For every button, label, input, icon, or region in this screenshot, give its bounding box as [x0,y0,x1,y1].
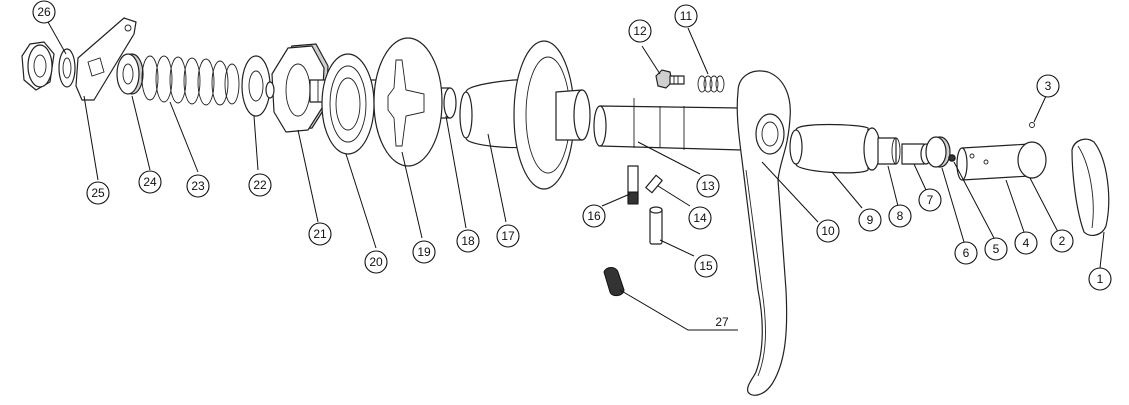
part-4-lock-cylinder [956,141,1047,181]
callout-27: 27 [715,315,729,329]
svg-text:18: 18 [461,234,475,248]
part-11-spring [697,75,725,93]
part-6-cam-disc [925,136,951,168]
part-1-cover-cap [1071,138,1110,236]
svg-text:5: 5 [993,242,1000,256]
callout-14: 14 [688,206,712,230]
svg-text:10: 10 [821,224,835,238]
part-3-ball [1029,122,1035,128]
svg-text:13: 13 [701,179,715,193]
part-27-grip-plug [603,267,625,297]
part-10-handle-lever [736,70,791,396]
svg-text:22: 22 [253,178,267,192]
svg-text:2: 2 [1059,234,1066,248]
svg-text:25: 25 [91,186,105,200]
callout-8: 8 [888,204,912,228]
svg-text:1: 1 [1097,272,1104,286]
part-14-set-screw [645,174,663,194]
svg-text:21: 21 [313,227,327,241]
svg-text:16: 16 [587,209,601,223]
part-15-barrel [649,206,663,245]
callout-26: 26 [32,0,56,24]
svg-text:4: 4 [1023,236,1030,250]
callout-25: 25 [86,181,110,205]
svg-text:12: 12 [633,24,647,38]
callout-23: 23 [186,174,210,198]
part-20-lock-washer [321,53,375,155]
svg-text:7: 7 [927,193,934,207]
svg-text:23: 23 [191,179,205,193]
part-25-cam-plate [75,17,137,101]
callout-5: 5 [984,237,1008,261]
part-5-pin [948,154,956,162]
callout-4: 4 [1014,231,1038,255]
callout-16: 16 [582,204,606,228]
svg-text:11: 11 [680,9,693,23]
part-8-sleeve [877,137,901,165]
svg-text:9: 9 [867,213,874,227]
callout-10: 10 [816,219,840,243]
svg-text:26: 26 [37,5,51,19]
part-26-hex-nut [21,41,55,91]
callout-12: 12 [628,19,652,43]
part-13-spindle [593,98,743,151]
part-24-nut [116,53,144,95]
svg-text:27: 27 [715,315,729,329]
callout-17: 17 [496,224,520,248]
svg-text:14: 14 [693,211,707,225]
callout-20: 20 [364,250,388,274]
callout-9: 9 [858,208,882,232]
callout-3: 3 [1036,74,1060,98]
part-21-hex-nut [265,43,329,133]
leader-lines [47,21,1105,331]
callout-6: 6 [954,241,978,265]
callout-13: 13 [696,174,720,198]
svg-text:17: 17 [501,229,515,243]
callout-22: 22 [248,173,272,197]
part-19-rosette-plate [373,37,443,167]
callout-18: 18 [456,229,480,253]
part-12-screw [655,69,685,89]
callout-15: 15 [694,254,718,278]
part-9-cylinder [789,123,881,174]
callout-2: 2 [1050,229,1074,253]
part-17-housing [459,40,591,190]
callout-21: 21 [308,222,332,246]
callout-19: 19 [412,240,436,264]
part-22-washer [241,55,271,117]
svg-text:20: 20 [369,255,383,269]
svg-text:8: 8 [897,209,904,223]
svg-text:24: 24 [143,175,157,189]
callout-7: 7 [918,188,942,212]
part-16-pin [627,165,639,205]
callout-24: 24 [138,170,162,194]
svg-text:6: 6 [963,246,970,260]
svg-text:3: 3 [1045,79,1052,93]
callout-11: 11 [674,4,698,28]
part-26-washer [58,48,76,88]
part-23-spring [141,55,240,106]
callout-1: 1 [1088,267,1112,291]
svg-text:19: 19 [417,245,431,259]
svg-text:15: 15 [699,259,713,273]
